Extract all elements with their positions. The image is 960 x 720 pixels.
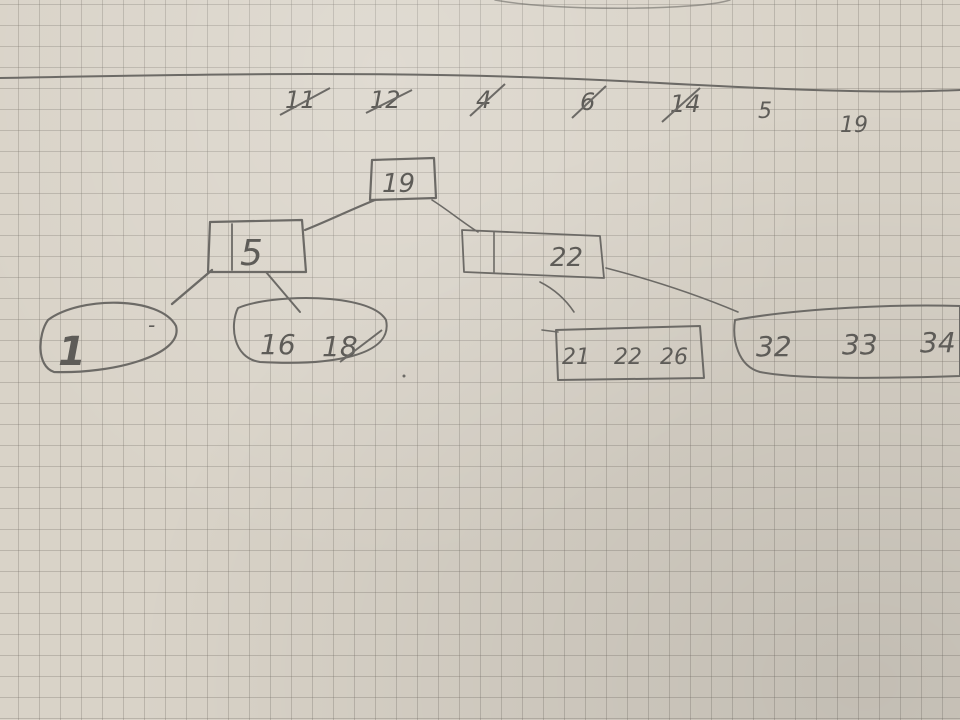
separator-line bbox=[0, 73, 960, 93]
top-edge-curve bbox=[494, 0, 731, 9]
leaf-1-key-0: 1 bbox=[58, 329, 86, 375]
seq-item-5: 5 bbox=[758, 99, 772, 124]
node-root-key-0: 19 bbox=[382, 169, 415, 199]
leaf-2-outline bbox=[232, 297, 388, 364]
edge-root-right bbox=[431, 199, 479, 233]
edge-right-leaf4 bbox=[605, 267, 739, 313]
node-right-key-1: 22 bbox=[550, 243, 583, 273]
node-right: 22 bbox=[461, 229, 605, 279]
leaf-3-key-2: 26 bbox=[660, 345, 688, 370]
leaf-1-outline bbox=[39, 301, 178, 374]
leaf-4: 32 33 34 bbox=[733, 304, 960, 379]
leaf-2: 16 18 bbox=[232, 297, 388, 364]
seq-strike-6 bbox=[571, 85, 607, 119]
leaf-3-outline bbox=[555, 325, 705, 381]
seq-item-4: 4 bbox=[476, 86, 491, 114]
seq-strike-4 bbox=[469, 83, 506, 117]
leaf-2-key-0: 16 bbox=[260, 328, 296, 361]
leaf-4-key-2: 34 bbox=[920, 326, 956, 359]
leaf-4-key-1: 33 bbox=[842, 328, 878, 361]
tree-edges bbox=[170, 198, 739, 313]
node-left: 5 bbox=[206, 218, 308, 274]
node-left-key-0: 5 bbox=[240, 233, 263, 274]
seq-item-19: 19 bbox=[840, 113, 868, 138]
leaf-1: 1 - bbox=[39, 301, 178, 375]
leaf-3-tail bbox=[541, 329, 559, 333]
leaf-2-key-1: 18 bbox=[322, 330, 358, 363]
leaf-4-outline bbox=[733, 304, 960, 379]
leaf-3-key-1: 22 bbox=[614, 345, 642, 370]
edge-right-leaf3 bbox=[539, 281, 575, 313]
edge-left-leaf2 bbox=[265, 271, 301, 313]
node-root-box bbox=[368, 156, 438, 202]
edge-left-leaf1 bbox=[170, 268, 214, 306]
stray-mark bbox=[402, 374, 406, 378]
seq-item-14: 14 bbox=[670, 90, 701, 118]
node-right-box bbox=[461, 229, 605, 279]
seq-strike-12 bbox=[365, 89, 413, 114]
leaf-2-strike bbox=[339, 329, 383, 363]
node-root: 19 bbox=[368, 156, 438, 202]
edge-root-left bbox=[303, 198, 377, 232]
key-sequence: 11 12 4 6 14 5 19 bbox=[279, 83, 868, 138]
leaf-4-key-0: 32 bbox=[756, 330, 792, 363]
leaf-1-key-1: - bbox=[148, 313, 155, 337]
seq-strike-11 bbox=[279, 87, 331, 116]
node-left-box bbox=[206, 218, 308, 274]
leaf-3-key-0: 21 bbox=[562, 345, 590, 370]
seq-strike-14 bbox=[661, 87, 701, 123]
leaf-3: 21 22 26 bbox=[541, 325, 705, 381]
